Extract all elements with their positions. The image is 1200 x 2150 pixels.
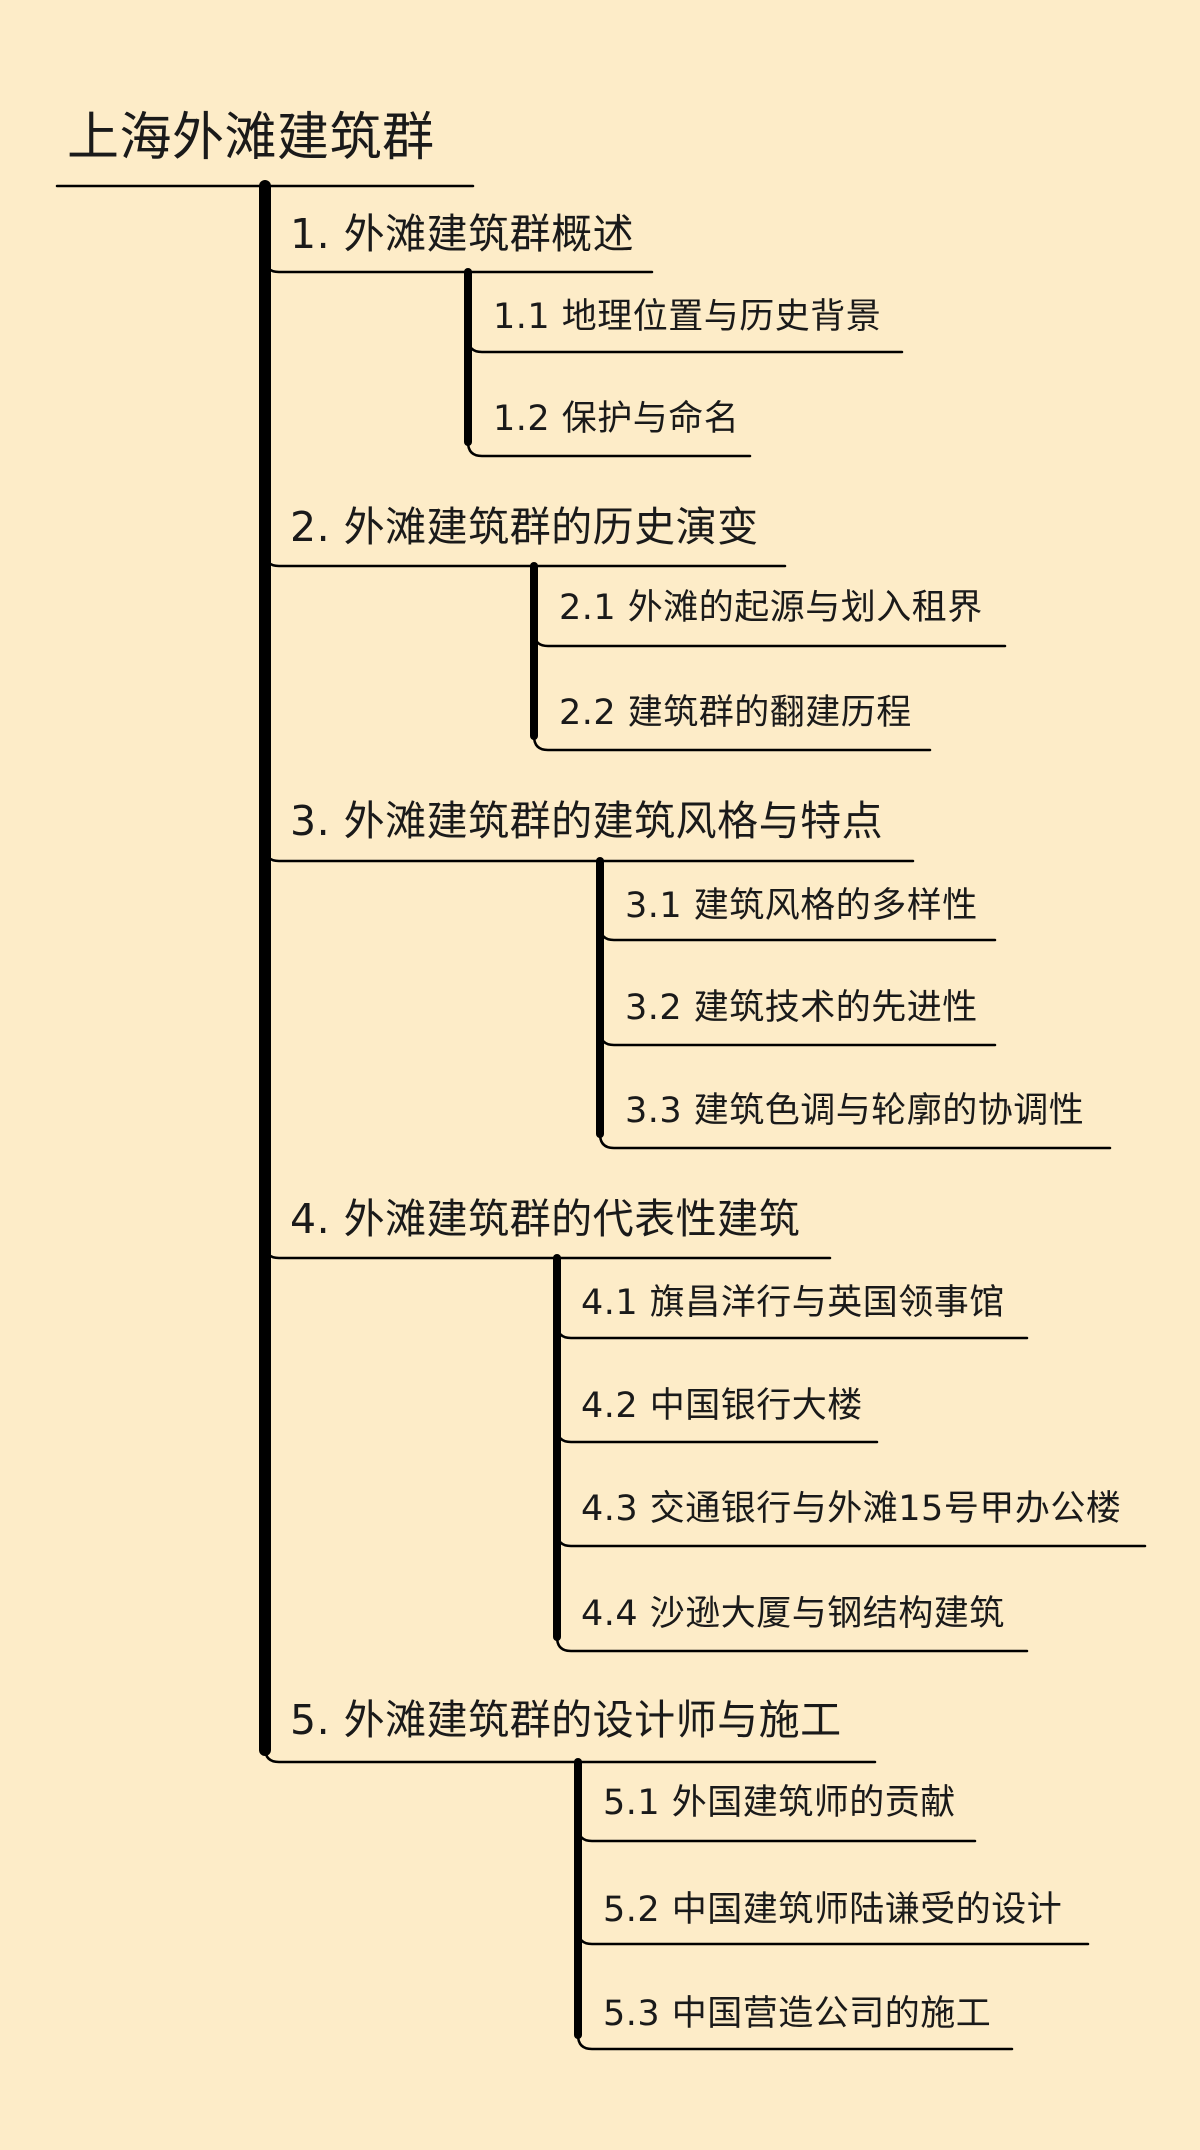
branch-2-connector (263, 550, 787, 568)
leaf-4-4[interactable]: 4.4 沙逊大厦与钢结构建筑 (581, 1594, 1005, 1634)
leaf-1-1-connector (466, 336, 904, 354)
leaf-4-1-connector (555, 1322, 1029, 1340)
leaf-3-3-connector (598, 1132, 1112, 1150)
leaf-2-1[interactable]: 2.1 外滩的起源与划入租界 (559, 588, 983, 628)
leaf-4-2[interactable]: 4.2 中国银行大楼 (581, 1386, 863, 1426)
leaf-3-2[interactable]: 3.2 建筑技术的先进性 (625, 988, 978, 1028)
leaf-3-2-connector (598, 1029, 997, 1047)
leaf-5-1-connector (576, 1825, 977, 1843)
leaf-3-1-connector (598, 924, 997, 942)
branch-1[interactable]: 1. 外滩建筑群概述 (290, 210, 635, 258)
branch-4-connector (263, 1242, 832, 1260)
branch-5-connector (263, 1746, 877, 1764)
leaf-4-4-connector (555, 1635, 1029, 1653)
leaf-2-2[interactable]: 2.2 建筑群的翻建历程 (559, 693, 912, 733)
mindmap-root[interactable]: 上海外滩建筑群 (67, 108, 435, 168)
leaf-4-2-connector (555, 1426, 879, 1444)
leaf-2-1-connector (532, 630, 1007, 648)
leaf-5-2-connector (576, 1928, 1090, 1946)
leaf-3-1[interactable]: 3.1 建筑风格的多样性 (625, 886, 978, 926)
branch-3[interactable]: 3. 外滩建筑群的建筑风格与特点 (290, 797, 884, 845)
leaf-5-1[interactable]: 5.1 外国建筑师的贡献 (603, 1783, 956, 1823)
leaf-3-3[interactable]: 3.3 建筑色调与轮廓的协调性 (625, 1091, 1085, 1131)
leaf-1-2[interactable]: 1.2 保护与命名 (493, 399, 740, 439)
leaf-5-3[interactable]: 5.3 中国营造公司的施工 (603, 1994, 992, 2034)
leaf-2-2-connector (532, 734, 932, 752)
leaf-1-1[interactable]: 1.1 地理位置与历史背景 (493, 297, 882, 337)
leaf-1-2-connector (466, 440, 752, 458)
leaf-4-3-connector (555, 1530, 1147, 1548)
leaf-4-1[interactable]: 4.1 旗昌洋行与英国领事馆 (581, 1283, 1005, 1323)
branch-3-connector (263, 845, 915, 863)
branch-5[interactable]: 5. 外滩建筑群的设计师与施工 (290, 1696, 842, 1744)
leaf-5-2[interactable]: 5.2 中国建筑师陆谦受的设计 (603, 1890, 1063, 1930)
branch-2[interactable]: 2. 外滩建筑群的历史演变 (290, 503, 759, 551)
leaf-5-3-connector (576, 2033, 1014, 2051)
leaf-4-3[interactable]: 4.3 交通银行与外滩15号甲办公楼 (581, 1489, 1122, 1529)
branch-4[interactable]: 4. 外滩建筑群的代表性建筑 (290, 1195, 801, 1243)
branch-1-connector (263, 256, 654, 274)
